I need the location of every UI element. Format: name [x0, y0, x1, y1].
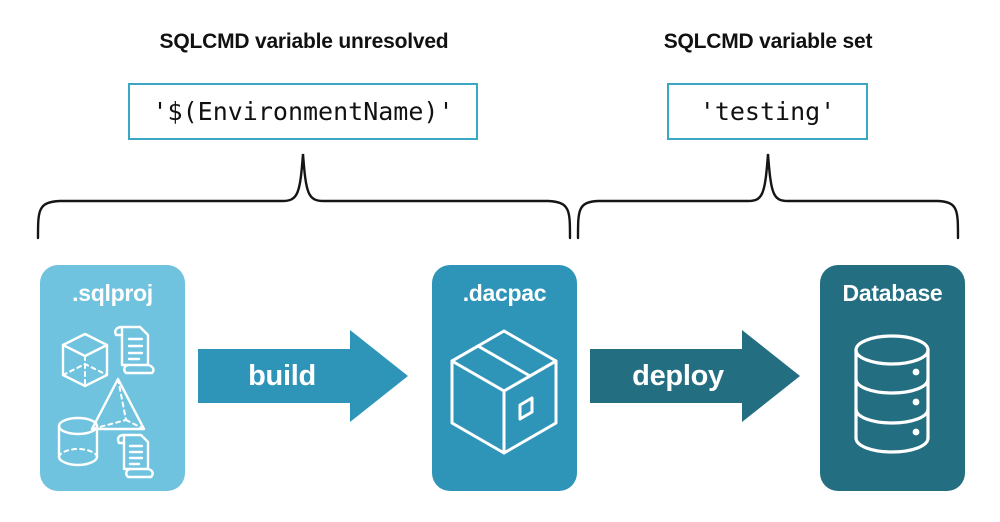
- sql-project-objects-icon: [57, 325, 155, 479]
- arrow-right-icon-build: [198, 330, 408, 422]
- curly-brace-down-icon-right: [576, 153, 960, 240]
- code-box-environment-name: '$(EnvironmentName)': [128, 83, 478, 140]
- code-box-testing: 'testing': [667, 83, 868, 140]
- heading-sqlcmd-variable-set: SQLCMD variable set: [663, 30, 873, 53]
- arrow-deploy: deploy: [590, 330, 800, 422]
- card-sqlproj-label: .sqlproj: [72, 280, 153, 306]
- card-database-label: Database: [842, 280, 943, 306]
- arrow-right-icon-deploy: [590, 330, 800, 422]
- card-dacpac-label: .dacpac: [462, 280, 547, 306]
- card-sqlproj[interactable]: .sqlproj: [40, 265, 185, 491]
- arrow-build: build: [198, 330, 408, 422]
- heading-sqlcmd-variable-unresolved: SQLCMD variable unresolved: [159, 30, 449, 53]
- curly-brace-down-icon-left: [36, 153, 572, 240]
- package-box-icon: [450, 329, 558, 455]
- card-dacpac[interactable]: .dacpac: [432, 265, 577, 491]
- card-database[interactable]: Database: [820, 265, 965, 491]
- database-cylinder-icon: [854, 334, 930, 454]
